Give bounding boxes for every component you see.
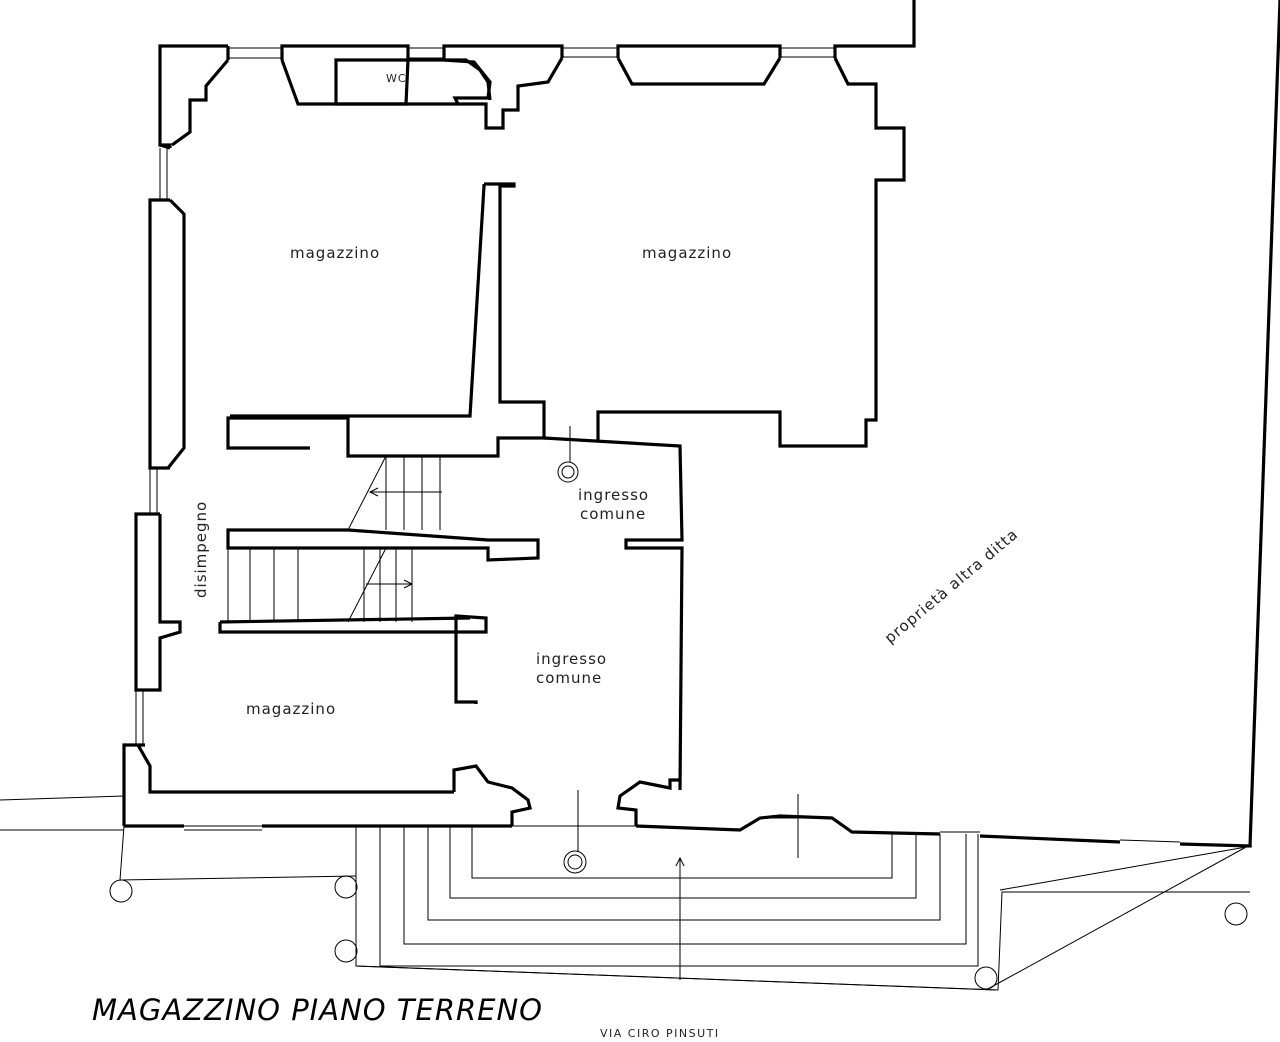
exterior-walls — [158, 0, 916, 448]
street-label: VIA CIRO PINSUTI — [600, 1027, 720, 1040]
ingresso-upper-label-2: comune — [580, 505, 646, 523]
magazzino-ne-label: magazzino — [642, 244, 732, 262]
south-wall — [124, 0, 1280, 848]
wc-walls — [334, 58, 492, 106]
sidewalk — [0, 795, 1248, 990]
bollard-5 — [974, 966, 998, 990]
entrance-steps — [355, 426, 1253, 991]
disimpegno-label: disimpegno — [192, 501, 210, 598]
bollard-1 — [109, 879, 133, 903]
bollard-4 — [1224, 902, 1248, 926]
west-wall — [122, 143, 454, 826]
interior-walls — [218, 182, 684, 791]
proprieta-label: proprietà altra ditta — [881, 525, 1022, 647]
ingresso-lower-label-1: ingresso — [536, 650, 607, 668]
magazzino-nw-label: magazzino — [290, 244, 380, 262]
drawing-title: MAGAZZINO PIANO TERRENO — [92, 993, 543, 1027]
bollard-3 — [334, 939, 358, 963]
staircase — [227, 455, 442, 623]
wc-label: WC — [386, 72, 407, 85]
ingresso-upper-label-1: ingresso — [578, 486, 649, 504]
bollard-2 — [334, 875, 358, 899]
magazzino-sw-label: magazzino — [246, 700, 336, 718]
ingresso-lower-label-2: comune — [536, 669, 602, 687]
north-wall — [158, 44, 228, 148]
